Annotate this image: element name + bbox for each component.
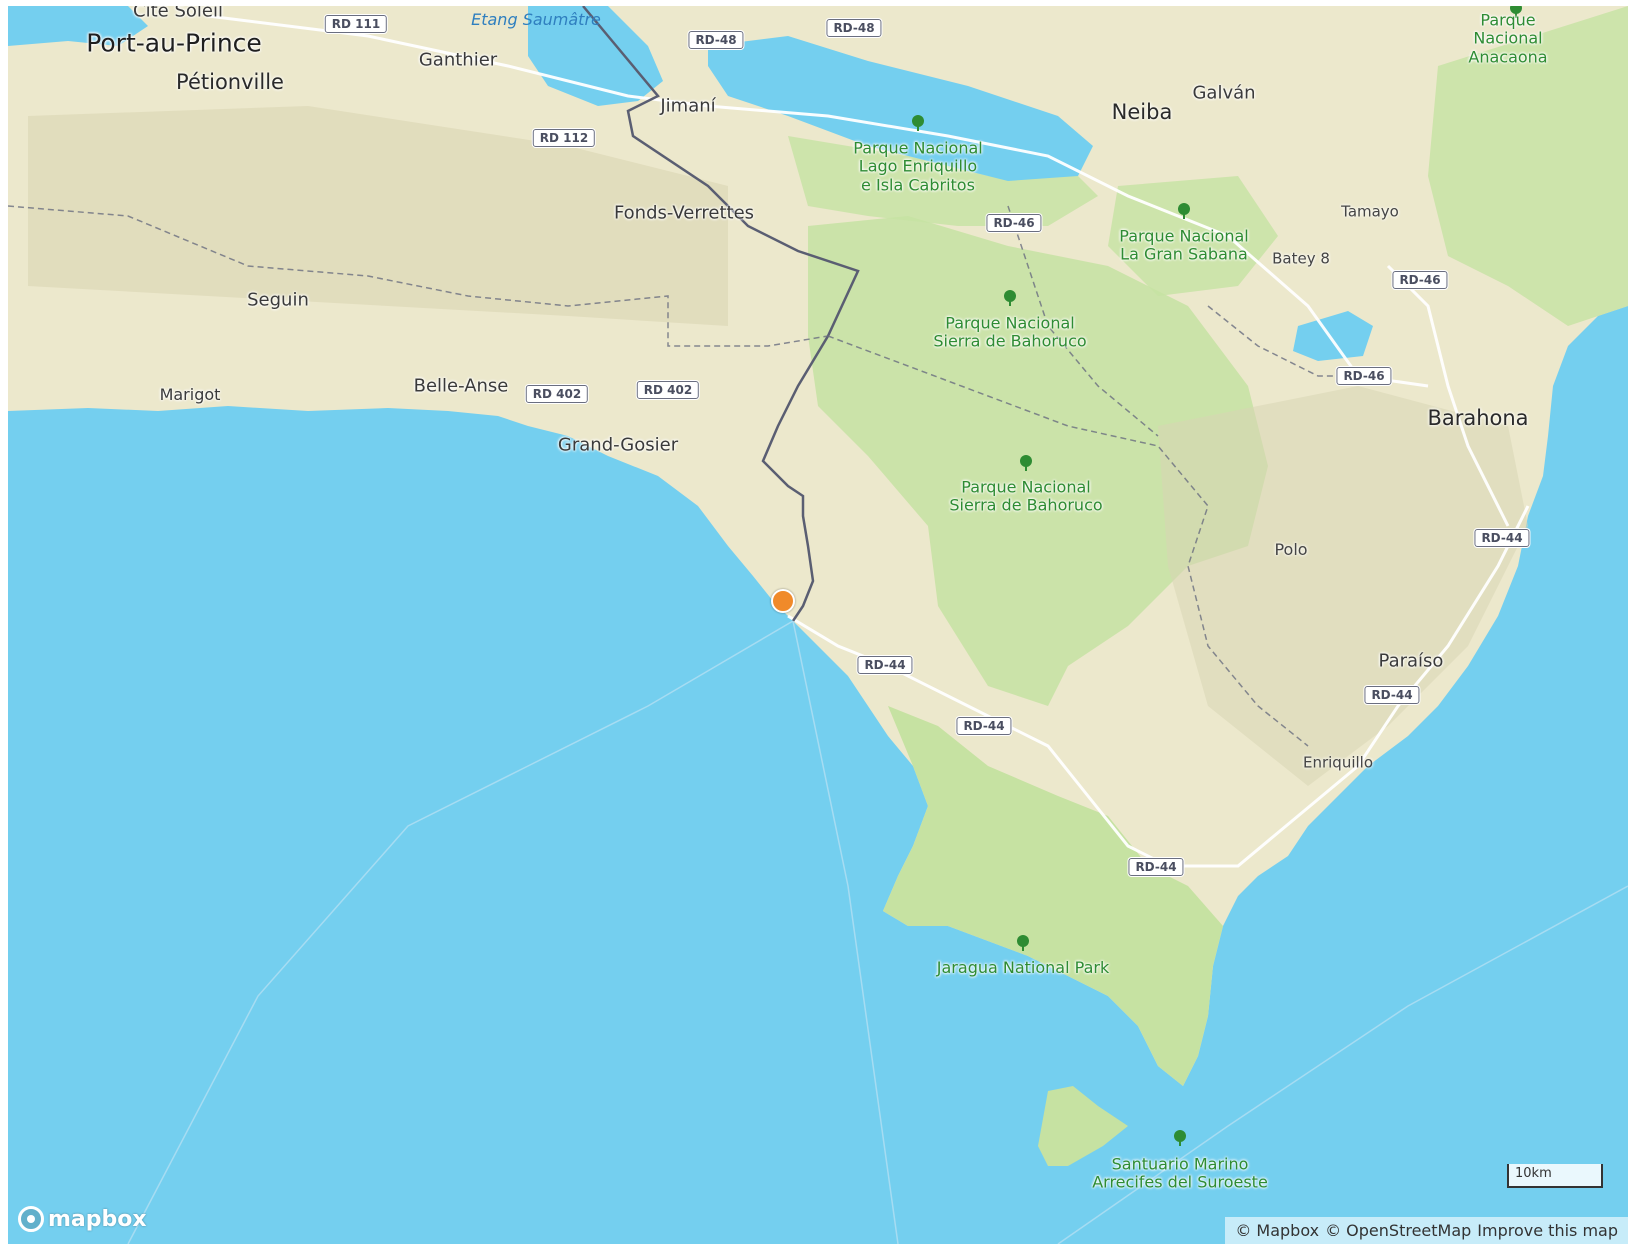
place-label-galvan: Galván (1192, 82, 1256, 104)
park-label-santuario-text: Santuario Marino Arrecifes del Suroeste (1092, 1154, 1268, 1192)
maritime-boundaries (127, 620, 1628, 1244)
tree-icon (1004, 290, 1016, 306)
country-border (582, 6, 860, 622)
map-base-layer (8, 6, 1628, 1244)
location-marker[interactable] (771, 589, 795, 613)
place-label-fonds-verrettes: Fonds-Verrettes (613, 202, 755, 224)
road-shield: RD-44 (857, 656, 913, 674)
place-label-petionville: Pétionville (176, 69, 284, 94)
tree-icon (1174, 1130, 1186, 1146)
park-label-bahoruco-south-text: Parque Nacional Sierra de Bahoruco (949, 477, 1103, 515)
island (1038, 1086, 1128, 1166)
park-label-lago-enriquillo: Parque Nacional Lago Enriquillo e Isla C… (853, 139, 982, 194)
road-shield: RD 402 (636, 381, 700, 399)
park-area-bahoruco (808, 216, 1268, 706)
park-area-lago (788, 136, 1098, 226)
attribution-mapbox-link[interactable]: © Mapbox (1235, 1221, 1320, 1240)
place-label-grand-gosier: Grand-Gosier (557, 434, 679, 456)
place-label-neiba: Neiba (1111, 99, 1173, 124)
park-label-bahoruco-north: Parque Nacional Sierra de Bahoruco (933, 313, 1087, 352)
place-label-seguin: Seguin (247, 289, 309, 311)
map-canvas[interactable]: Cité Soleil Port-au-Prince Pétionville G… (8, 6, 1628, 1244)
road-shield: RD 111 (324, 15, 388, 33)
place-label-enriquillo: Enriquillo (1302, 753, 1374, 772)
place-label-belle-anse: Belle-Anse (413, 375, 509, 397)
place-label-marigot: Marigot (159, 384, 221, 404)
road-shield: RD-48 (688, 31, 744, 49)
place-label-tamayo: Tamayo (1341, 202, 1399, 221)
road-shield: RD-46 (986, 214, 1042, 232)
park-label-bahoruco-north-text: Parque Nacional Sierra de Bahoruco (933, 313, 1087, 351)
road-shield: RD-44 (956, 717, 1012, 735)
park-label-santuario: Santuario Marino Arrecifes del Suroeste (1092, 1154, 1268, 1193)
place-label-cite-soleil: Cité Soleil (133, 6, 223, 22)
road-shield: RD-44 (1128, 858, 1184, 876)
lake-rincon (1293, 311, 1373, 361)
hill-shade-east (1158, 386, 1528, 786)
tree-icon (1020, 455, 1032, 471)
water-label-etang-saumatre: Etang Saumâtre (471, 9, 601, 29)
tree-icon (1510, 6, 1522, 18)
place-label-batey8: Batey 8 (1272, 249, 1330, 268)
road-shield: RD 112 (532, 129, 596, 147)
road-shield: RD-46 (1336, 367, 1392, 385)
road-shield: RD-48 (826, 19, 882, 37)
place-label-jimani: Jimaní (660, 95, 716, 117)
attribution-improve-link[interactable]: Improve this map (1477, 1221, 1618, 1240)
place-label-barahona: Barahona (1427, 405, 1529, 430)
mapbox-logo[interactable]: mapbox (18, 1206, 147, 1232)
tree-icon (912, 115, 924, 131)
mapbox-logo-text: mapbox (48, 1206, 147, 1232)
road-shield: RD 402 (525, 385, 589, 403)
lake-etang-saumatre (528, 6, 663, 106)
park-label-anacaona-text: Parque Nacional Anacaona (1468, 10, 1548, 67)
attribution: © Mapbox © OpenStreetMap Improve this ma… (1225, 1217, 1628, 1244)
tree-icon (1178, 203, 1190, 219)
road-shield: RD-46 (1392, 271, 1448, 289)
park-label-anacaona: Parque Nacional Anacaona (1448, 11, 1568, 66)
tree-icon (1017, 935, 1029, 951)
park-label-bahoruco-south: Parque Nacional Sierra de Bahoruco (949, 477, 1103, 516)
province-borders (8, 205, 1388, 747)
park-label-jaragua: Jaragua National Park (936, 957, 1110, 977)
park-label-lago-enriquillo-text: Parque Nacional Lago Enriquillo e Isla C… (853, 138, 983, 195)
road-shield: RD-44 (1474, 529, 1530, 547)
mapbox-logo-icon (18, 1206, 44, 1232)
hill-shade (28, 106, 728, 326)
park-area-east (1428, 6, 1628, 326)
place-label-ganthier: Ganthier (418, 49, 498, 71)
place-label-paraiso: Paraíso (1378, 650, 1444, 672)
attribution-osm-link[interactable]: © OpenStreetMap (1325, 1221, 1472, 1240)
road-shield: RD-44 (1364, 686, 1420, 704)
park-label-gran-sabana: Parque Nacional La Gran Sabana (1119, 226, 1249, 265)
place-label-port-au-prince: Port-au-Prince (86, 28, 262, 58)
scale-bar: 10km (1507, 1164, 1603, 1188)
park-area-jaragua (883, 706, 1223, 1086)
mapbox-logo-icon-dot (27, 1215, 35, 1223)
bay-portauprince (8, 6, 148, 46)
park-label-gran-sabana-text: Parque Nacional La Gran Sabana (1119, 226, 1249, 264)
place-label-polo: Polo (1274, 539, 1308, 559)
